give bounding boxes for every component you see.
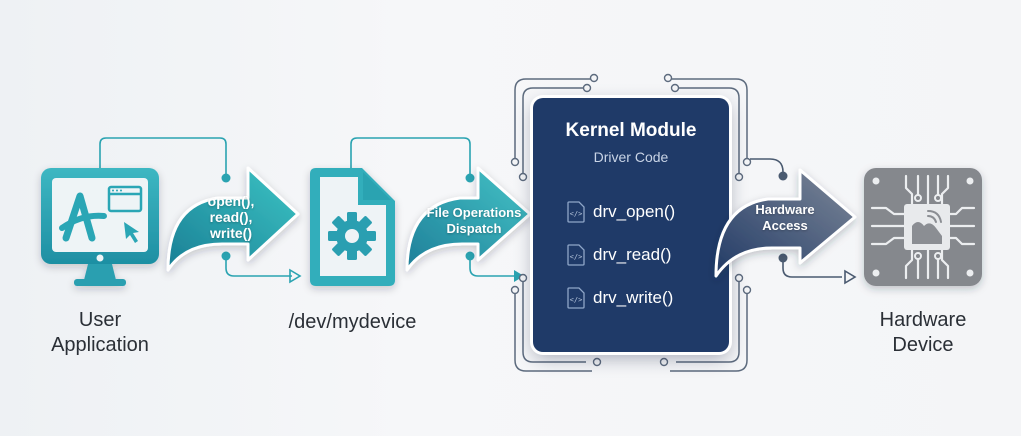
label-line: Device <box>892 334 954 356</box>
arrow-hardware-access-label: Hardware Access <box>740 202 830 234</box>
code-file-icon: </> <box>567 287 585 309</box>
connector-dot <box>778 171 788 181</box>
arrow-label-line: write() <box>210 225 252 241</box>
arrow-syscalls-label: open(), read(), write() <box>196 193 266 241</box>
connector-arrowhead <box>514 270 524 282</box>
connector-line <box>225 256 292 277</box>
file-gear-icon <box>310 168 395 286</box>
kernel-module-box: Kernel Module Driver Code </> drv_open()… <box>533 98 729 352</box>
arrow-syscalls <box>166 166 300 272</box>
arrow-label-line: Access <box>762 218 808 233</box>
connector-line <box>782 258 842 278</box>
function-name: drv_read() <box>593 245 672 264</box>
kernel-function-item: </> drv_read() <box>567 243 671 267</box>
chip-icon <box>864 168 982 286</box>
code-file-icon: </> <box>567 244 585 266</box>
label-line: Hardware <box>879 309 967 331</box>
connector-dot <box>465 173 475 183</box>
connector-arrowhead <box>844 269 857 285</box>
kernel-function-item: </> drv_write() <box>567 286 673 310</box>
arrow-label-line: Hardware <box>755 202 815 217</box>
kernel-module-title: Kernel Module <box>565 120 697 141</box>
arrow-label-line: read(), <box>209 209 253 225</box>
connector-dot <box>221 173 231 183</box>
code-file-icon: </> <box>567 201 585 223</box>
kernel-function-item: </> drv_open() <box>567 200 675 224</box>
arrow-hardware-access <box>714 168 857 278</box>
svg-text:</>: </> <box>570 210 583 218</box>
connector-line <box>99 137 227 176</box>
svg-text:</>: </> <box>570 296 583 304</box>
function-name: drv_open() <box>593 202 676 221</box>
function-name: drv_write() <box>593 288 674 307</box>
hardware-device-label: Hardware Device <box>853 308 993 358</box>
kernel-module-subtitle: Driver Code <box>593 149 669 165</box>
arrow-file-ops-dispatch <box>405 166 532 272</box>
label-line: User <box>78 309 122 331</box>
monitor-app-icon <box>41 168 159 286</box>
connector-line <box>350 137 471 176</box>
device-file-label: /dev/mydevice <box>288 311 417 333</box>
label-line: Application <box>51 334 149 356</box>
connector-arrowhead <box>289 268 302 284</box>
arrow-label-line: File Operations <box>426 205 522 220</box>
svg-text:</>: </> <box>570 253 583 261</box>
arrow-label-line: open(), <box>207 193 255 209</box>
arrow-label-line: Dispatch <box>446 221 502 236</box>
arrow-file-ops-label: File Operations Dispatch <box>414 205 534 237</box>
user-application-label: User Application <box>30 308 170 358</box>
connector-line <box>469 256 516 277</box>
